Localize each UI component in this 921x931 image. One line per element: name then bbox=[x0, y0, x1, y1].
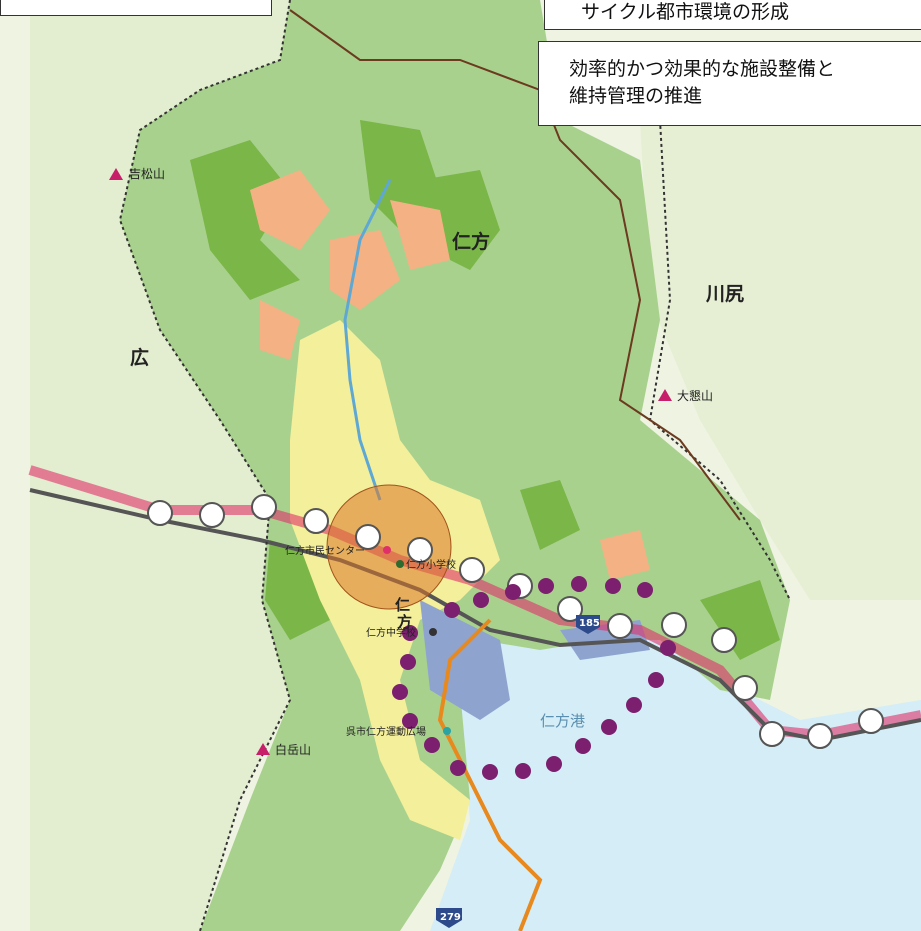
sea bbox=[430, 600, 921, 931]
station-circle bbox=[661, 612, 687, 638]
station-circle bbox=[407, 537, 433, 563]
station-circle bbox=[607, 613, 633, 639]
forest-patch-1 bbox=[190, 140, 300, 300]
label-sports-ground: 呉市仁方運動広場 bbox=[346, 725, 426, 738]
residential-patch-5 bbox=[600, 530, 650, 580]
junior-high-marker bbox=[429, 628, 437, 636]
top-left-callout-fragment bbox=[0, 0, 272, 16]
station-circle bbox=[732, 675, 758, 701]
mountain-hakugaku-icon bbox=[256, 743, 270, 755]
route-279-shield: 279 bbox=[436, 908, 462, 928]
label-elementary-school: 仁方小学校 bbox=[406, 558, 456, 571]
station-circle bbox=[355, 524, 381, 550]
route-279-label: 279 bbox=[440, 912, 461, 923]
forest-patch-6 bbox=[700, 580, 780, 660]
station-circle bbox=[759, 721, 785, 747]
label-ohiyama: 大懇山 bbox=[677, 388, 713, 403]
residential-patch-1 bbox=[250, 170, 330, 250]
station-circle bbox=[199, 502, 225, 528]
forest-patch-5 bbox=[520, 480, 580, 550]
label-nigata-vertical-1: 仁 bbox=[395, 596, 410, 614]
label-kawajiri: 川尻 bbox=[705, 283, 744, 305]
district-boundary bbox=[118, 0, 292, 931]
station-circle bbox=[858, 708, 884, 734]
district-boundary-east bbox=[648, 119, 791, 601]
station-circle bbox=[303, 508, 329, 534]
residential-patch-3 bbox=[390, 200, 450, 270]
label-nigata: 仁方 bbox=[452, 230, 490, 253]
station-circle bbox=[147, 500, 173, 526]
callout-facility-line2: 維持管理の推進 bbox=[569, 85, 703, 107]
route-185-shield: 185 bbox=[576, 615, 600, 634]
label-citizen-center: 仁方市民センター bbox=[285, 544, 365, 557]
outer-green-east bbox=[640, 120, 921, 600]
mountain-ohiyama-icon bbox=[658, 389, 672, 401]
national-road-279 bbox=[437, 618, 543, 931]
station-circle bbox=[251, 494, 277, 520]
label-harbor: 仁方港 bbox=[540, 712, 585, 730]
label-hakugaku: 白岳山 bbox=[275, 742, 311, 757]
callout-facility-line1: 効率的かつ効果的な施設整備と bbox=[569, 58, 836, 80]
elementary-school-marker bbox=[396, 560, 404, 568]
station-circle bbox=[459, 557, 485, 583]
label-junior-high: 仁方中学校 bbox=[366, 626, 416, 639]
callout-cycle-city-text: サイクル都市環境の形成 bbox=[581, 1, 790, 23]
mountain-yoshimatsu-icon bbox=[109, 168, 123, 180]
callout-cycle-city: サイクル都市環境の形成 bbox=[544, 0, 921, 30]
residential-patch-2 bbox=[330, 230, 400, 310]
sports-ground-marker bbox=[443, 727, 451, 735]
station-circle bbox=[807, 723, 833, 749]
route-185-label: 185 bbox=[579, 618, 600, 629]
callout-facility-maintenance: 効率的かつ効果的な施設整備と 維持管理の推進 bbox=[538, 41, 921, 126]
citizen-center-marker bbox=[383, 546, 391, 554]
label-hiro: 広 bbox=[130, 346, 149, 369]
port-industrial-zone bbox=[420, 600, 510, 720]
river bbox=[343, 179, 392, 501]
label-yoshimatsu: 吉松山 bbox=[129, 167, 165, 181]
outer-green-west bbox=[30, 0, 290, 931]
residential-patch-4 bbox=[260, 300, 300, 360]
cycle-route-dots bbox=[392, 576, 676, 780]
label-nigata-vertical-2: 方 bbox=[397, 613, 412, 631]
station-circle bbox=[711, 627, 737, 653]
ridge-line bbox=[289, 9, 741, 521]
